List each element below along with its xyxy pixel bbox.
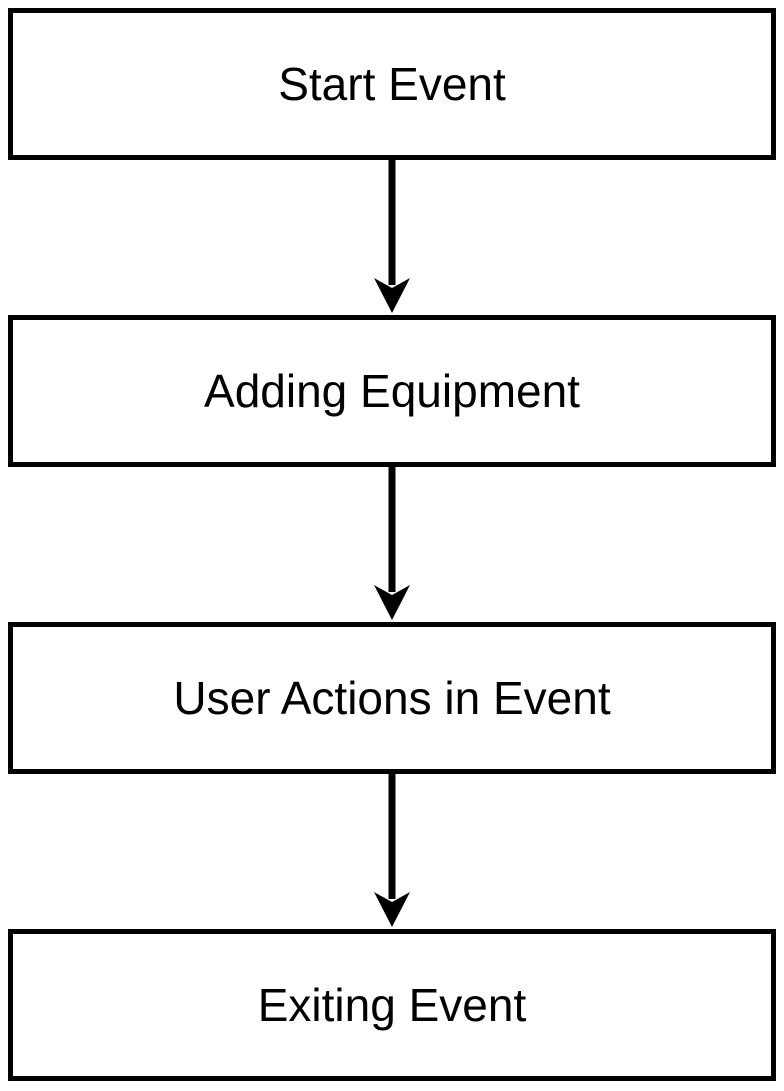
step-label: Exiting Event — [257, 979, 527, 1031]
step-label: Adding Equipment — [204, 365, 580, 417]
step-exiting-event: Exiting Event — [8, 929, 776, 1081]
arrow-start-to-adding — [374, 160, 410, 313]
step-label: User Actions in Event — [173, 672, 611, 724]
arrow-adding-to-user-actions — [374, 467, 410, 620]
arrow-user-actions-to-exiting — [374, 774, 410, 927]
step-start-event: Start Event — [8, 8, 776, 160]
step-user-actions-in-event: User Actions in Event — [8, 622, 776, 774]
step-adding-equipment: Adding Equipment — [8, 315, 776, 467]
step-label: Start Event — [278, 58, 506, 110]
